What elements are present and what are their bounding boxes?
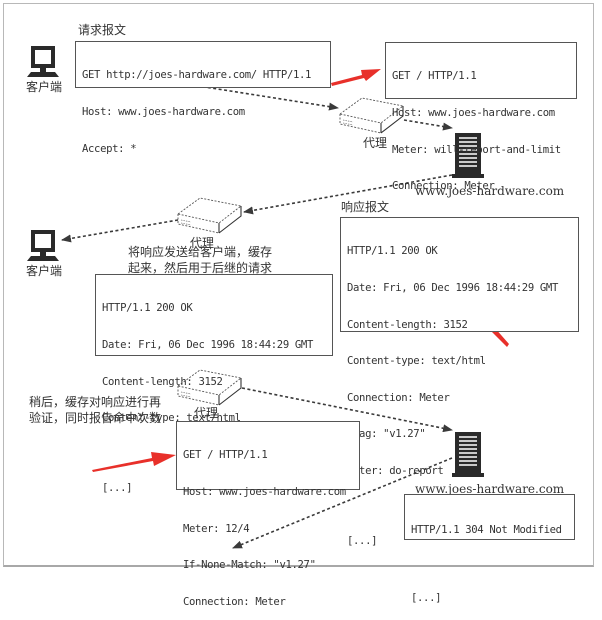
highlight-arrow-meter-request [331, 69, 381, 86]
header-line: Connection: Meter [183, 595, 286, 608]
revalidate-request-message: GET / HTTP/1.1 Host: www.joes-hardware.c… [176, 421, 360, 608]
server-response-message: HTTP/1.1 200 OK Date: Fri, 06 Dec 1996 1… [340, 217, 579, 547]
proxy-request-message: GET / HTTP/1.1 Host: www.joes-hardware.c… [385, 42, 577, 192]
header-line: HTTP/1.1 200 OK [347, 245, 438, 258]
header-line: HTTP/1.1 200 OK [102, 302, 193, 315]
client-label: 客户端 [26, 264, 63, 278]
revalidate-note-line: 验证，同时报告命中次数 [29, 411, 162, 425]
server-host-label: www.joes-hardware.com [415, 482, 565, 496]
client-computer-icon [27, 230, 59, 261]
header-line: Content-length: 3152 [347, 318, 468, 331]
header-line: Host: www.joes-hardware.com [392, 107, 555, 120]
request-title: 请求报文 [78, 23, 127, 37]
header-line: If-None-Match: "v1.27" [183, 559, 316, 572]
proxy-cache-icon [176, 197, 243, 234]
header-line: Content-length: 3152 [102, 375, 223, 388]
header-line: Accept: * [82, 142, 137, 155]
header-line: Meter: 12/4 [183, 522, 250, 535]
server-host-label: www.joes-hardware.com [415, 184, 565, 198]
not-modified-response-message: HTTP/1.1 304 Not Modified [...] [404, 494, 575, 604]
header-line: Date: Fri, 06 Dec 1996 18:44:29 GMT [102, 339, 313, 352]
body-ellipsis: [...] [102, 482, 133, 495]
flow-arrow-proxy-to-client [61, 219, 179, 243]
header-line: Meter: will-report-and-limit [392, 143, 561, 156]
proxy-cache-icon [176, 369, 243, 406]
proxy-label: 代理 [190, 236, 215, 250]
header-line: Connection: Meter [347, 391, 450, 404]
cache-note-line: 起来，然后用于后继的请求 [128, 261, 273, 275]
header-line: Host: www.joes-hardware.com [183, 486, 346, 499]
header-line: ETag: "v1.27" [347, 428, 426, 441]
flow-arrow-proxy-to-server [403, 119, 453, 131]
header-line: Host: www.joes-hardware.com [82, 106, 245, 119]
header-line: Connection: Meter [392, 180, 495, 193]
header-line: GET / HTTP/1.1 [392, 70, 477, 83]
response-title: 响应报文 [341, 200, 390, 214]
highlight-arrow-meter-count [92, 452, 176, 472]
client-response-message: HTTP/1.1 200 OK Date: Fri, 06 Dec 1996 1… [95, 274, 333, 494]
web-server-icon [452, 133, 484, 178]
cache-note: 将响应发送给客户端，缓存 起来，然后用于后继的请求 [128, 244, 272, 276]
proxy-label: 代理 [363, 136, 388, 150]
header-line: Meter: do-report [347, 465, 444, 478]
revalidate-note-line: 稍后，缓存对响应进行再 [29, 395, 162, 409]
client-request-message: GET http://joes-hardware.com/ HTTP/1.1 H… [75, 41, 331, 155]
flow-arrow-proxy-to-server-revalidate [241, 387, 453, 433]
header-line: GET / HTTP/1.1 [183, 449, 268, 462]
flow-arrow-client-to-proxy [147, 77, 339, 111]
cache-note-line: 将响应发送给客户端，缓存 [128, 245, 273, 259]
body-ellipsis: [...] [411, 592, 442, 605]
body-ellipsis: [...] [347, 535, 378, 548]
proxy-cache-icon [338, 97, 405, 134]
client-label: 客户端 [26, 80, 63, 94]
header-line: Content-type: text/html [347, 355, 486, 368]
header-line: Date: Fri, 06 Dec 1996 18:44:29 GMT [347, 282, 558, 295]
flow-arrow-server-to-proxy [243, 174, 453, 215]
status-line: HTTP/1.1 304 Not Modified [411, 524, 562, 537]
header-line: GET http://joes-hardware.com/ HTTP/1.1 [82, 69, 312, 82]
flow-arrow-server-to-client-304 [232, 457, 453, 549]
web-server-icon [452, 432, 484, 477]
revalidate-note: 稍后，缓存对响应进行再 验证，同时报告命中次数 [29, 394, 161, 426]
diagram-frame [3, 3, 594, 567]
client-computer-icon [27, 46, 59, 77]
proxy-label: 代理 [194, 406, 219, 420]
